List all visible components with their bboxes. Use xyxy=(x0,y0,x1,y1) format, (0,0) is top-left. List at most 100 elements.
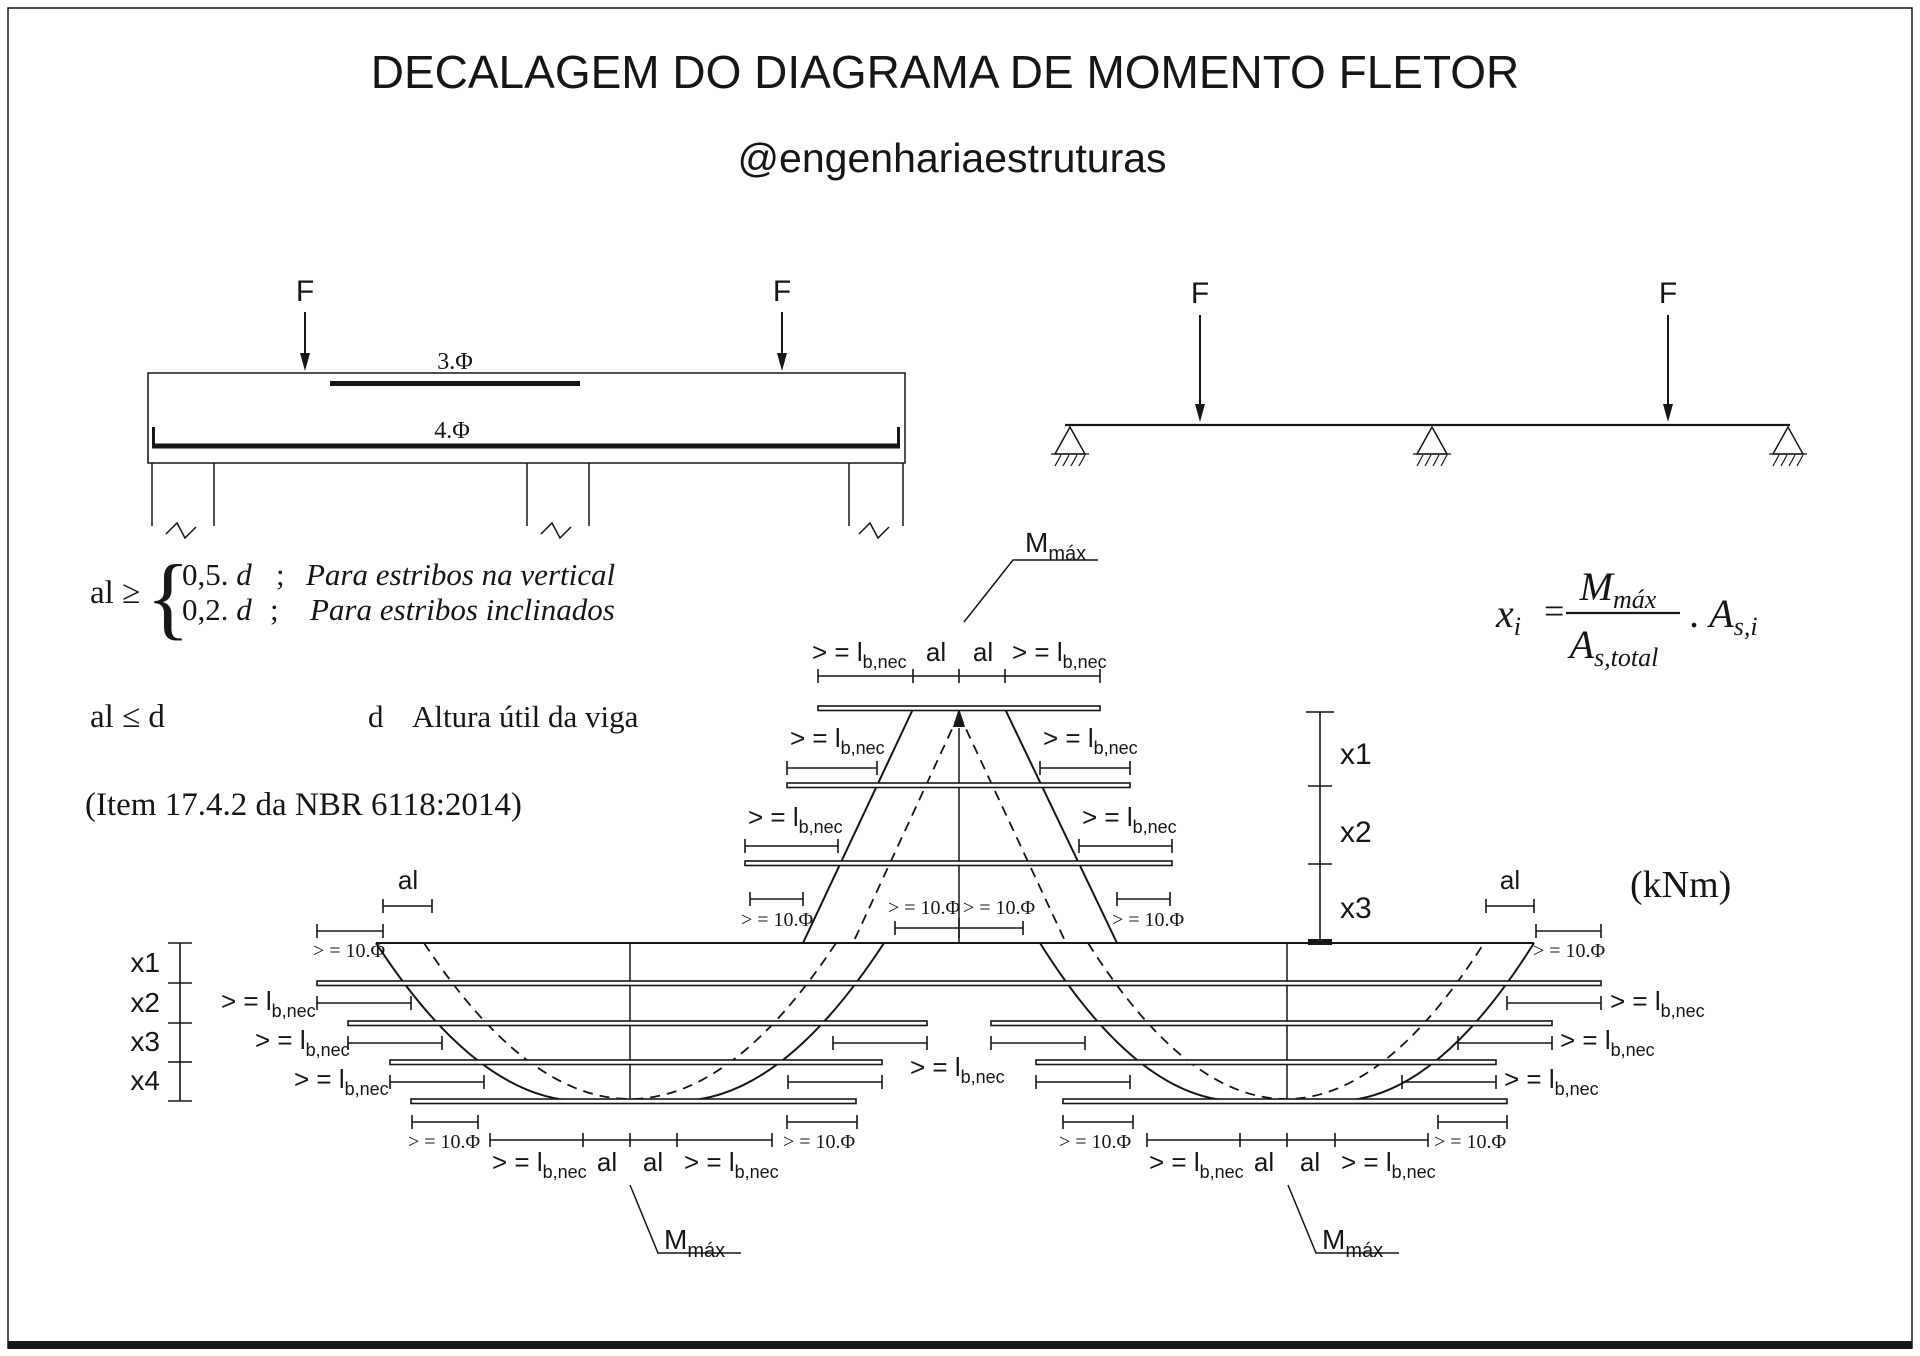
dim-line xyxy=(1485,899,1535,913)
force-arrow: F xyxy=(773,275,791,371)
dim-line xyxy=(1039,761,1131,775)
top-rebar xyxy=(330,381,580,386)
x1-label: x1 xyxy=(1340,738,1372,771)
arrow-up-icon xyxy=(953,708,965,727)
force-label: F xyxy=(296,275,314,308)
dim-line xyxy=(411,1115,479,1129)
dim-line xyxy=(1035,1075,1131,1089)
dim-line xyxy=(1078,839,1173,853)
unit-label: (kNm) xyxy=(1630,864,1731,906)
al-label: al xyxy=(398,865,418,895)
x-dim-end xyxy=(1308,939,1332,945)
case1-value: 0,5. d xyxy=(182,557,252,592)
beam-schematic-diagram: F F xyxy=(1051,277,1807,467)
dim-line xyxy=(817,669,1101,683)
bar-extension-label: > = 10.Φ xyxy=(1434,1131,1507,1153)
moment-diagram: > = lb,nec al al > = lb,nec Mmáx > = lb,… xyxy=(130,527,1731,1262)
d-symbol: d xyxy=(368,699,384,734)
al-ge-lhs: al ≥ xyxy=(90,575,140,611)
dim-line xyxy=(1146,1133,1429,1147)
bar-extension-label: > = 10.Φ xyxy=(1533,940,1606,962)
dim-line xyxy=(1506,996,1602,1010)
al-criteria-block: al ≥ { 0,5. d ; Para estribos na vertica… xyxy=(85,546,639,823)
al-label: al xyxy=(1500,865,1520,895)
dim-line xyxy=(744,839,839,853)
bar-extension-label: > = 10.Φ xyxy=(888,897,961,919)
anchor-length-label: > = lb,nec xyxy=(684,1147,779,1182)
break-symbol xyxy=(540,521,572,540)
case1-sep: ; xyxy=(276,557,285,592)
pin-support xyxy=(1413,425,1451,467)
break-symbol xyxy=(858,521,890,540)
anchor-length-label: > = lb,nec xyxy=(1560,1025,1655,1060)
anchor-length-label: > = lb,nec xyxy=(1610,986,1705,1021)
break-symbol xyxy=(165,521,197,540)
d-description: Altura útil da viga xyxy=(412,699,639,734)
left-span-bottom-dim: > = lb,nec al al > = lb,nec Mmáx xyxy=(489,1133,779,1262)
anchor-length-label: > = lb,nec xyxy=(1012,637,1107,672)
numerator: Mmáx xyxy=(1579,564,1657,614)
dim-line xyxy=(749,892,804,906)
dim-line xyxy=(1437,1115,1508,1129)
bar-extension-label: > = 10.Φ xyxy=(408,1131,481,1153)
right-anchor-dims: > = lb,nec > = lb,nec > = lb,nec xyxy=(1401,986,1705,1099)
dim-line xyxy=(990,1036,1086,1050)
shifted-diagram-line xyxy=(802,708,1118,944)
bottom-rebar-label: 4.Φ xyxy=(434,418,470,444)
mid-anchor-dims: > = lb,nec xyxy=(787,1036,1131,1089)
leader-line xyxy=(963,559,1098,623)
equals-sign: = xyxy=(1544,591,1564,631)
leader-line xyxy=(1287,1184,1399,1254)
dim-line xyxy=(1535,924,1602,938)
case2-sep: ; xyxy=(270,592,279,627)
bar-extension-label: > = 10.Φ xyxy=(963,897,1036,919)
top-bar-layer2 xyxy=(786,782,1131,789)
al-label: al xyxy=(597,1147,617,1177)
al-label: al xyxy=(643,1147,663,1177)
dim-line xyxy=(382,899,433,913)
top-bar-layer3 xyxy=(744,860,1173,867)
dim-line xyxy=(787,1075,883,1089)
bottom-bar-layer1 xyxy=(316,980,1602,987)
top-rebar-label: 3.Φ xyxy=(437,349,473,375)
x4-label: x4 xyxy=(130,1065,160,1096)
x3-label: x3 xyxy=(130,1026,160,1057)
force-arrow: F xyxy=(1659,277,1677,422)
bar-extension-label: > = 10.Φ xyxy=(1059,1131,1132,1153)
dim-line xyxy=(1457,1036,1553,1050)
dim-line xyxy=(389,1075,485,1089)
anchor-length-label: > = lb,nec xyxy=(790,723,885,758)
beam-section-diagram: 3.Φ 4.Φ F F xyxy=(147,275,906,540)
right-span-bottom-dim: > = lb,nec al al > = lb,nec Mmáx xyxy=(1146,1133,1436,1262)
x-left-dims: x1 x2 x3 x4 xyxy=(130,942,192,1102)
support-columns xyxy=(151,463,904,540)
leader-line xyxy=(629,1184,741,1254)
bottom-bar-layer3-right xyxy=(1035,1059,1497,1066)
anchor-length-label: > = lb,nec xyxy=(1082,802,1177,837)
layer4-extension-dims: > = 10.Φ > = 10.Φ > = 10.Φ > = 10.Φ xyxy=(408,1115,1508,1153)
anchor-length-label: > = lb,nec xyxy=(492,1147,587,1182)
top-bar-layer1 xyxy=(817,705,1101,712)
original-diagram-line xyxy=(852,713,1067,944)
dim-line xyxy=(894,918,1024,938)
dim-line xyxy=(489,1133,773,1147)
x1-label: x1 xyxy=(130,947,160,978)
dim-line xyxy=(1062,1115,1134,1129)
al-label: al xyxy=(926,637,946,667)
bottom-bar-layer2-right xyxy=(990,1020,1553,1027)
norm-reference: (Item 17.4.2 da NBR 6118:2014) xyxy=(85,787,522,823)
pin-support xyxy=(1769,425,1807,467)
anchor-length-label: > = lb,nec xyxy=(748,802,843,837)
xi-formula: xi = Mmáx As,total . As,i xyxy=(1495,564,1758,672)
anchor-length-label: > = lb,nec xyxy=(1043,723,1138,758)
dim-line xyxy=(832,1036,928,1050)
dim-line xyxy=(316,924,384,938)
force-arrow: F xyxy=(296,275,314,371)
force-label: F xyxy=(773,275,791,308)
left-anchor-dims: > = lb,nec > = lb,nec > = lb,nec xyxy=(221,986,485,1099)
x3-label: x3 xyxy=(1340,892,1372,925)
bottom-bar-layer3-left xyxy=(389,1059,883,1066)
anchor-length-label: > = lb,nec xyxy=(294,1064,389,1099)
al-label: al xyxy=(1300,1147,1320,1177)
